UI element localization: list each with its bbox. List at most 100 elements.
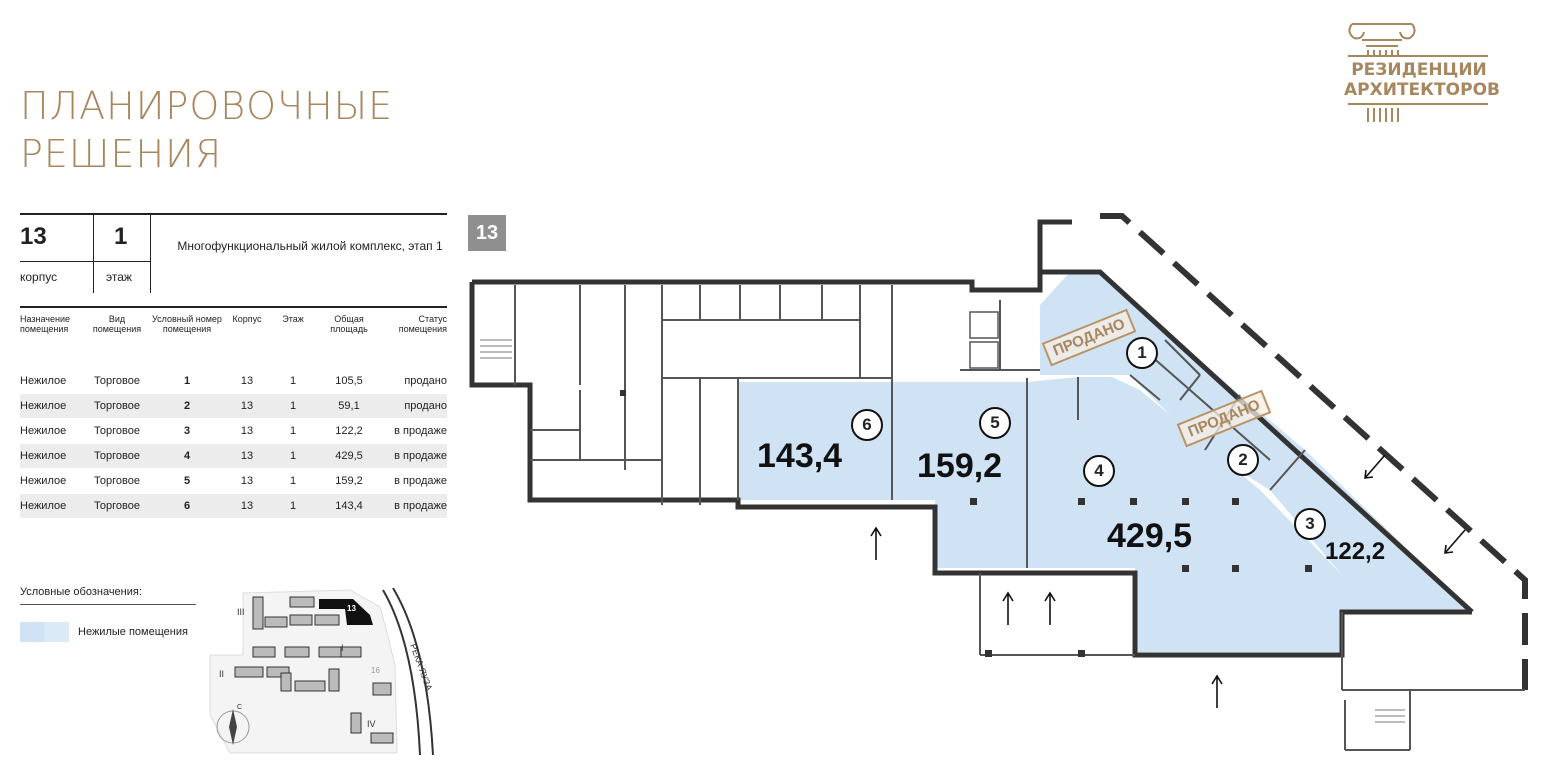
table-cell: 1 <box>270 493 316 518</box>
table-cell: 4 <box>150 443 224 469</box>
table-cell: 13 <box>224 443 270 469</box>
table-cell: Нежилое <box>20 393 84 419</box>
table-cell: 1 <box>150 368 224 394</box>
table-cell: Торговое <box>84 393 150 419</box>
building-label: корпус <box>20 270 58 284</box>
page-title-line2: РЕШЕНИЯ <box>20 132 223 176</box>
zone-label: 16 <box>371 666 380 675</box>
table-cell: 5 <box>150 468 224 494</box>
complex-description: Многофункциональный жилой комплекс, этап… <box>177 239 443 253</box>
table-cell: 59,1 <box>316 393 382 419</box>
table-header: Вид помещения <box>92 314 142 334</box>
site-map: РЕКА ЯУЗА 13 III II I IV 16 С <box>205 585 450 765</box>
divider <box>150 215 151 293</box>
logo-line2: АРХИТЕКТОРОВ <box>1344 80 1500 100</box>
table-cell: 429,5 <box>316 443 382 469</box>
legend: Условные обозначения: Нежилые помещения <box>20 586 196 642</box>
table-cell: 2 <box>150 393 224 419</box>
table-cell: 6 <box>150 493 224 518</box>
brand-logo: РЕЗИДЕНЦИИ АРХИТЕКТОРОВ <box>1344 20 1500 124</box>
unit-area-label: 122,2 <box>1325 538 1386 565</box>
unit-area-label: 429,5 <box>1107 517 1193 555</box>
divider <box>93 215 94 293</box>
table-header: Корпус <box>232 314 262 324</box>
table-cell: в продаже <box>382 418 447 444</box>
table-cell: Торговое <box>84 468 150 494</box>
building-badge: 13 <box>468 215 506 251</box>
table-header: Назначение помещения <box>20 314 71 334</box>
table-cell: 13 <box>224 468 270 494</box>
unit-area-label: 159,2 <box>917 447 1003 485</box>
table-cell: Торговое <box>84 418 150 444</box>
page-title: ПЛАНИРОВОЧНЫЕ РЕШЕНИЯ <box>20 82 393 178</box>
unit-number-badge[interactable]: 3 <box>1294 508 1326 540</box>
floor-label: этаж <box>106 270 132 284</box>
table-header: Этаж <box>282 314 304 324</box>
table-cell: в продаже <box>382 468 447 494</box>
table-cell: 1 <box>270 468 316 494</box>
unit-number-badge[interactable]: 6 <box>851 409 883 441</box>
site-building-13: 13 <box>347 604 356 613</box>
table-cell: 13 <box>224 368 270 394</box>
table-cell: 143,4 <box>316 493 382 518</box>
table-cell: продано <box>382 393 447 419</box>
summary-header: 13 корпус 1 этаж Многофункциональный жил… <box>20 213 447 293</box>
floor-plan <box>469 213 1528 751</box>
table-cell: 1 <box>270 393 316 419</box>
table-cell: 13 <box>224 493 270 518</box>
unit-number-badge[interactable]: 1 <box>1126 337 1158 369</box>
table-cell: 1 <box>270 443 316 469</box>
legend-swatch <box>20 622 69 642</box>
table-cell: 13 <box>224 418 270 444</box>
units-table: Назначение помещения Вид помещения Услов… <box>20 306 447 518</box>
table-cell: Нежилое <box>20 368 84 394</box>
table-cell: Нежилое <box>20 443 84 469</box>
table-cell: Торговое <box>84 493 150 518</box>
table-cell: Торговое <box>84 368 150 394</box>
column-capital-icon <box>1348 23 1488 122</box>
table-cell: в продаже <box>382 443 447 469</box>
table-header: Общая площадь <box>330 314 368 334</box>
table-cell: 13 <box>224 393 270 419</box>
table-cell: в продаже <box>382 493 447 518</box>
compass-label: С <box>237 704 242 711</box>
stairs-icon <box>480 339 1405 723</box>
table-cell: продано <box>382 368 447 394</box>
table-cell: Нежилое <box>20 493 84 518</box>
unit-number-badge[interactable]: 5 <box>979 407 1011 439</box>
table-cell: 1 <box>270 418 316 444</box>
zone-label: I <box>341 643 344 653</box>
table-cell: Торговое <box>84 443 150 469</box>
building-number: 13 <box>20 223 47 250</box>
logo-line1: РЕЗИДЕНЦИИ <box>1351 60 1487 80</box>
page-title-line1: ПЛАНИРОВОЧНЫЕ <box>20 84 394 128</box>
unit-number-badge[interactable]: 4 <box>1083 455 1115 487</box>
floor-number: 1 <box>114 223 128 250</box>
table-cell: 122,2 <box>316 418 382 444</box>
divider <box>20 261 150 262</box>
table-cell: 159,2 <box>316 468 382 494</box>
legend-title: Условные обозначения: <box>20 586 196 605</box>
unit-area-label: 143,4 <box>757 437 843 475</box>
table-cell: 1 <box>270 368 316 394</box>
zone-label: III <box>237 607 245 617</box>
elevator-icon <box>969 311 999 369</box>
compass-icon: С <box>216 704 250 745</box>
table-cell: 105,5 <box>316 368 382 394</box>
legend-label: Нежилые помещения <box>78 626 188 638</box>
zone-label: IV <box>367 719 376 729</box>
table-header: Условный номер помещения <box>152 314 222 334</box>
zone-label: II <box>219 669 224 679</box>
entrance-arrow-icon <box>870 454 1466 708</box>
table-cell: Нежилое <box>20 468 84 494</box>
unit-number-badge[interactable]: 2 <box>1227 444 1259 476</box>
river-label: РЕКА ЯУЗА <box>408 642 434 692</box>
table-cell: Нежилое <box>20 418 84 444</box>
table-header-row: Назначение помещения Вид помещения Услов… <box>20 307 447 354</box>
